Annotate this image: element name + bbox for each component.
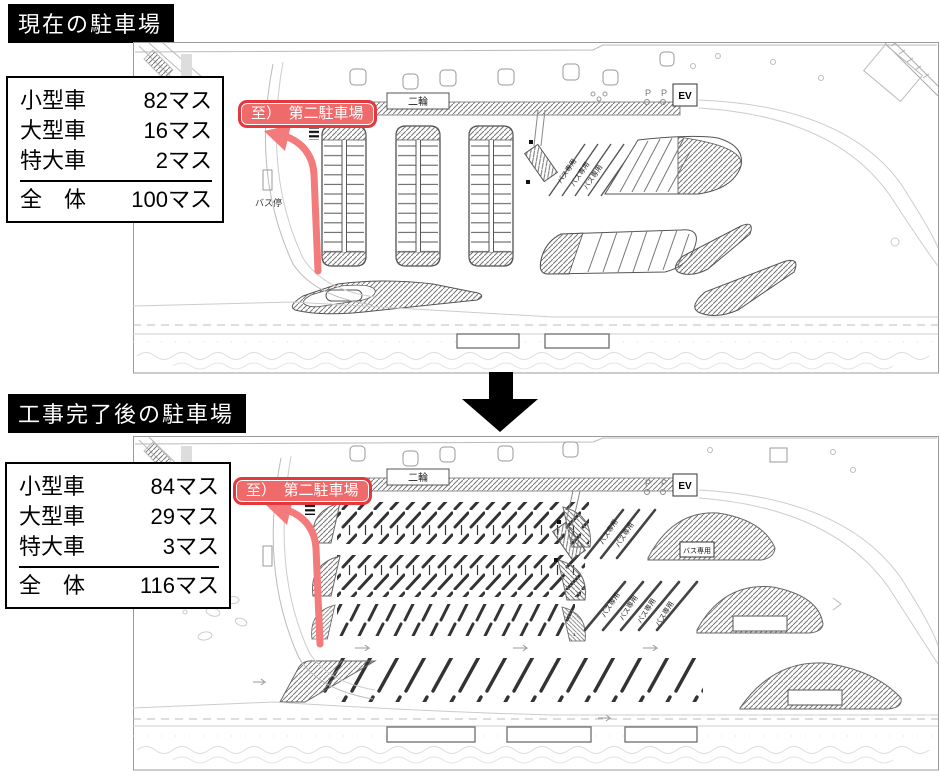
- capacity-table-after: 小型車 84マス 大型車 29マス 特大車 3マス 全 体 116マス: [5, 462, 231, 609]
- planter-squares: [349, 51, 824, 90]
- row-value: 16マス: [143, 118, 212, 143]
- down-arrow-icon: [462, 372, 538, 432]
- grass-line: [172, 362, 894, 370]
- row-label: 特大車: [19, 534, 86, 559]
- island-triangle-1: [674, 223, 752, 275]
- bus-stalls-upper: バス専用 バス専用 バス専用: [551, 490, 776, 562]
- bottom-road: [132, 301, 938, 370]
- row-label: 特大車: [20, 148, 87, 173]
- island-leaf-right: [604, 135, 743, 195]
- row-label: 小型車: [19, 474, 86, 499]
- row-value: 82マス: [143, 88, 212, 113]
- p-marker: P: [661, 88, 667, 98]
- row-value: 29マス: [150, 504, 219, 529]
- building: [386, 726, 476, 743]
- table-row: 大型車 29マス: [19, 502, 219, 532]
- building: [544, 333, 610, 349]
- boundary-lines: [134, 42, 937, 97]
- right-roads: [698, 489, 939, 665]
- row-label: 大型車: [20, 118, 87, 143]
- site-plan-before: 二輪 EV P P バ: [132, 34, 939, 375]
- crosswalk: [309, 117, 319, 140]
- planter-squares: [349, 441, 856, 473]
- two-wheeler-label: 二輪: [408, 95, 428, 108]
- route-arrow-before: [264, 125, 322, 275]
- bus-only-label: バス専用: [683, 546, 711, 555]
- row-value: 3マス: [162, 534, 219, 559]
- row-value: 2マス: [155, 148, 212, 173]
- island-parallelogram: [539, 229, 697, 275]
- site-plan-before-svg: 二輪 EV P P バ: [132, 41, 939, 374]
- island-airfoil: [291, 280, 483, 315]
- grass-line: [136, 352, 930, 360]
- table-total-row: 全 体 116マス: [19, 571, 219, 601]
- total-value: 100マス: [131, 187, 212, 212]
- bottom-diagonal-row: [279, 658, 902, 710]
- building: [624, 726, 698, 743]
- right-roads: [698, 41, 939, 267]
- row-value: 84マス: [150, 474, 219, 499]
- table-total-row: 全 体 100マス: [20, 185, 212, 215]
- total-value: 116マス: [139, 573, 219, 598]
- elevator-label: EV: [678, 481, 692, 492]
- lane-arrows: [253, 644, 659, 722]
- total-label: 全 体: [20, 187, 87, 212]
- bus-stop-label: バス停: [255, 197, 282, 208]
- grass-line: [136, 746, 930, 754]
- table-row: 特大車 2マス: [20, 146, 212, 176]
- section-title-after: 工事完了後の駐車場: [8, 394, 247, 433]
- p-marker: P: [645, 478, 651, 488]
- table-row: 小型車 82マス: [20, 86, 212, 116]
- bus-stalls-before: バス専用 バス専用 バス専用: [523, 109, 638, 197]
- p-marker: P: [661, 478, 667, 488]
- table-row: 大型車 16マス: [20, 116, 212, 146]
- row-label: 大型車: [19, 504, 86, 529]
- two-wheeler-label: 二輪: [408, 471, 428, 484]
- ev-and-p-markers: EV P P: [590, 83, 698, 107]
- route-arrow-after: [266, 499, 324, 648]
- elevator-label: EV: [678, 91, 692, 102]
- table-row: 小型車 84マス: [19, 472, 219, 502]
- table-divider: [20, 180, 212, 182]
- angled-parking-rows: [311, 502, 591, 642]
- total-label: 全 体: [19, 573, 86, 598]
- building: [506, 726, 592, 743]
- row-label: 小型車: [20, 88, 87, 113]
- section-title-before: 現在の駐車場: [8, 4, 175, 43]
- grass-line: [172, 756, 894, 764]
- bottom-road: [132, 701, 938, 764]
- table-row: 特大車 3マス: [19, 532, 219, 562]
- ev-and-p-markers: EV P P: [644, 473, 698, 497]
- capacity-table-before: 小型車 82マス 大型車 16マス 特大車 2マス 全 体 100マス: [6, 76, 224, 223]
- p-marker: P: [645, 88, 651, 98]
- building: [456, 333, 520, 349]
- route-badge-to-second-lot: 至） 第二駐車場: [233, 477, 372, 505]
- route-badge-to-second-lot: 至） 第二駐車場: [238, 100, 377, 128]
- island-triangle-2: [694, 259, 797, 316]
- table-divider: [19, 566, 219, 568]
